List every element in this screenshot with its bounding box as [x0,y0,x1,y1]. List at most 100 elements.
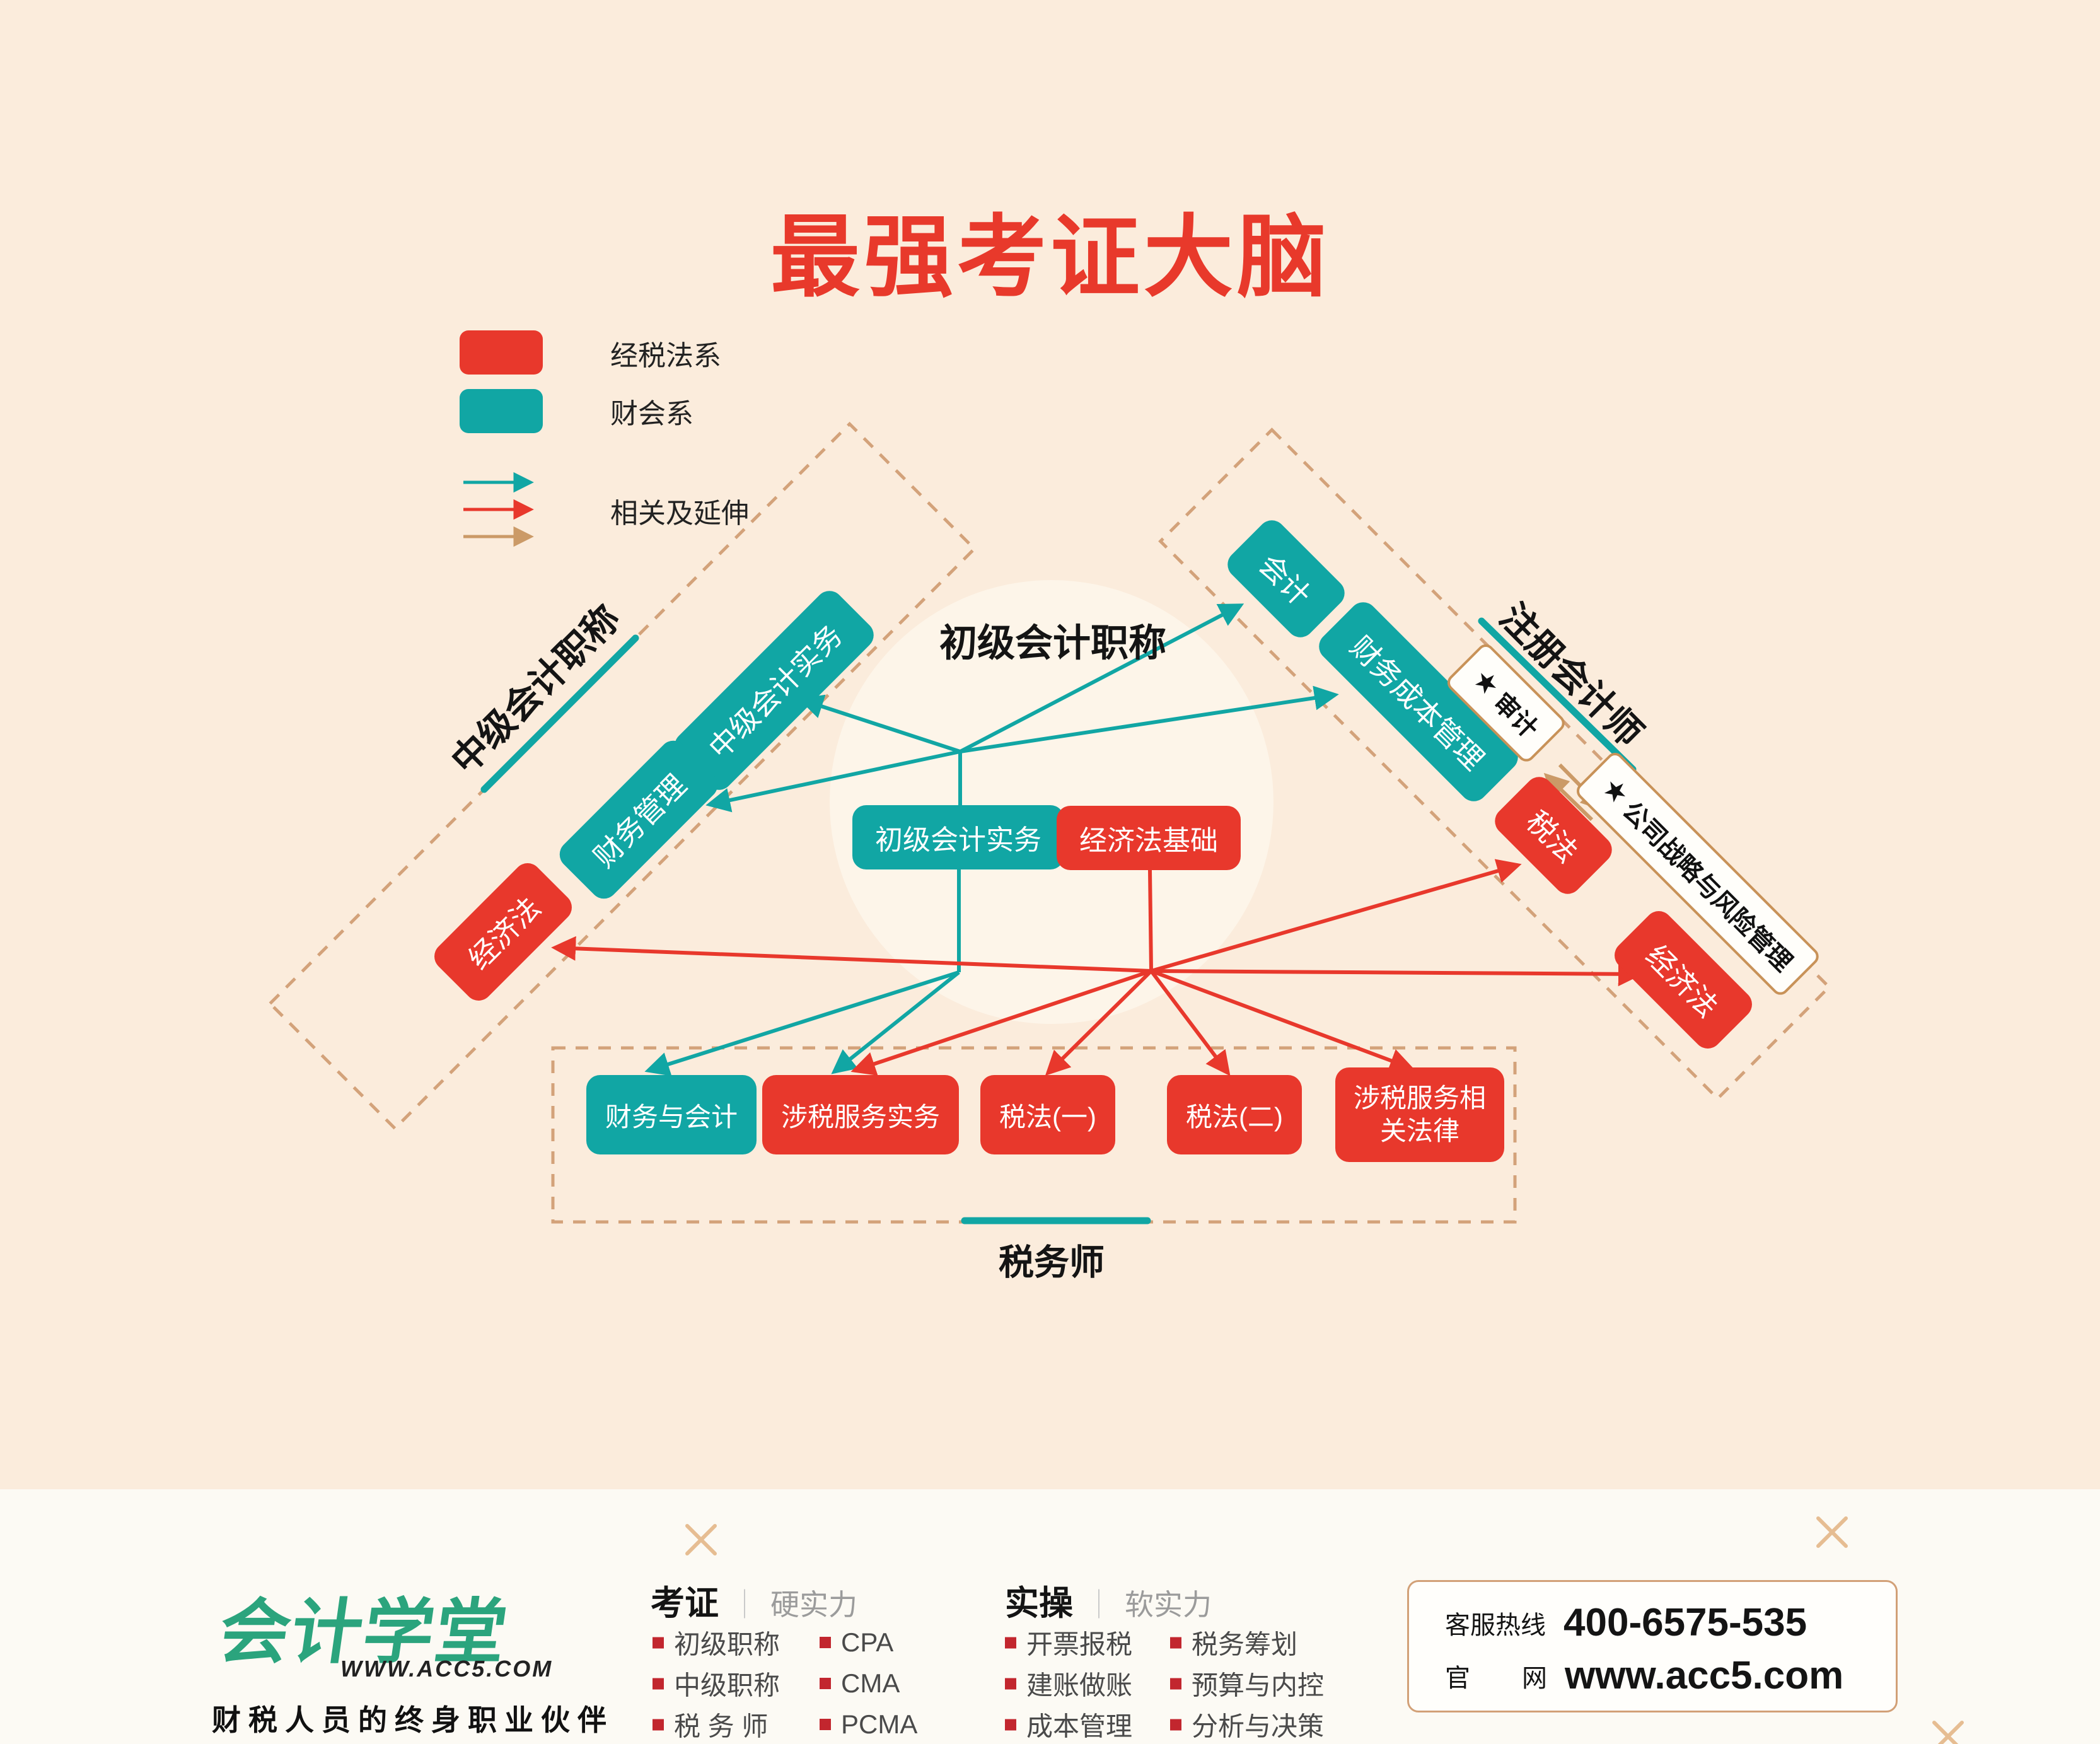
site-label-left: 官 [1445,1664,1470,1692]
link-to-tax-service-practice-red [850,969,1152,1076]
link-junior-to-financial-management [705,750,961,813]
course-box-tax-law-1: 税法(一) [980,1075,1115,1154]
link-econlaw-down [1148,869,1153,972]
exam-item-label: 税 务 师 [674,1711,769,1741]
practice-item-analysis-decision: 分析与决策 [1170,1706,1324,1744]
exam-item-label: CPA [841,1627,894,1657]
logo-site-url: WWW.ACC5.COM [340,1656,554,1682]
contact-site-row: 官 网 www.acc5.com [1445,1653,1843,1698]
link-to-tax-law-1 [1045,969,1153,1076]
link-junior-to-intermediate-practice [798,694,961,753]
course-box-label: 税法(一) [999,1102,1096,1132]
course-box-label: 初级会计实务 [875,825,1041,856]
hotline-label: 客服热线 [1445,1611,1546,1639]
course-box-label: 税法 [1519,805,1584,869]
tax-agent-group-label: 税务师 [999,1242,1105,1282]
bullet-icon [820,1678,831,1689]
practice-section-divider: ｜ [1084,1588,1113,1621]
practice-item-label: 开票报税 [1026,1629,1133,1660]
legend-label-tax-law: 经税法系 [610,340,721,371]
bullet-icon [1170,1719,1181,1730]
bullet-icon [1005,1678,1016,1689]
course-box-econlaw-basics: 经济法基础 [1057,806,1241,870]
link-junior-to-cpa-accounting [959,603,1244,753]
practice-item-label: 税务筹划 [1192,1629,1298,1660]
course-box-tax-law-2: 税法(二) [1167,1075,1302,1154]
course-box-label: 财务与会计 [605,1102,738,1132]
practice-item-label: 分析与决策 [1192,1711,1325,1741]
junior-group-label: 初级会计职称 [939,622,1166,665]
exam-item-label: 中级职称 [674,1670,780,1700]
practice-item-budget-control: 预算与内控 [1170,1665,1324,1703]
link-to-tax-law-2 [1149,970,1231,1076]
course-box-label: 税法(二) [1186,1102,1283,1132]
legend-swatch-tax-law [460,330,543,375]
background-circle [830,580,1273,1024]
practice-item-bookkeeping: 建账做账 [1005,1665,1132,1703]
exam-item-junior-title: 初级职称 [653,1624,780,1662]
cross-icon [685,1524,717,1555]
site-url: www.acc5.com [1565,1654,1844,1697]
exam-item-tax-agent: 税 务 师 [653,1706,768,1744]
link-to-intermediate-econlaw [551,936,1152,973]
exam-section-subtitle: 硬实力 [770,1588,857,1621]
course-box-finance-and-accounting: 财务与会计 [586,1075,757,1154]
exam-section-header: 考证 ｜ 硬实力 [651,1575,857,1625]
exam-item-pcma: PCMA [820,1709,917,1740]
bullet-icon [1170,1678,1181,1689]
contact-hotline-row: 客服热线 400-6575-535 [1445,1600,1807,1645]
exam-item-cma: CMA [820,1668,900,1699]
bullet-icon [1170,1637,1181,1648]
link-junior-to-cpa-cost-management [960,685,1339,753]
intermediate-label-underline [480,634,639,793]
practice-item-label: 成本管理 [1026,1711,1133,1741]
course-box-junior-accounting-practice: 初级会计实务 [852,805,1064,869]
poster-title: 最强考证大脑 [770,207,1330,308]
practice-section-subtitle: 软实力 [1125,1588,1212,1621]
contact-card [1407,1580,1898,1712]
logo-tagline: 财税人员的终身职业伙伴 [212,1703,614,1737]
bullet-icon [820,1637,831,1648]
bullet-icon [653,1637,664,1648]
course-box-label: 经济法基础 [1079,825,1218,856]
course-box-label: 涉税服务相关法律 [1353,1083,1486,1146]
link-to-tax-service-law [1150,969,1415,1073]
course-box-tax-service-law: 涉税服务相关法律 [1335,1067,1504,1162]
bullet-icon [1005,1637,1016,1648]
exam-item-cpa: CPA [820,1627,893,1658]
bullet-icon [653,1719,664,1730]
hotline-number: 400-6575-535 [1563,1601,1807,1644]
legend-swatch-finance [460,389,543,433]
course-box-tax-service-practice: 涉税服务实务 [762,1075,960,1154]
bullet-icon [653,1678,664,1689]
exam-section-title: 考证 [651,1584,719,1622]
practice-item-tax-planning: 税务筹划 [1170,1624,1297,1662]
course-box-label: 会计 [1252,548,1317,613]
exam-item-label: PCMA [841,1709,918,1739]
link-to-cpa-econlaw [1151,962,1643,987]
site-label: 官 网 [1445,1658,1547,1694]
practice-section-header: 实操 ｜ 软实力 [1005,1575,1212,1625]
exam-section-divider: ｜ [730,1588,759,1621]
exam-item-intermediate-title: 中级职称 [653,1665,780,1703]
practice-section-title: 实操 [1005,1584,1073,1622]
link-strategy-to-audit [1543,772,1594,822]
cpa-label-underline [1478,617,1637,773]
site-label-right: 网 [1522,1664,1547,1692]
link-to-cpa-tax-law [1151,859,1522,973]
cross-icon [1816,1516,1848,1548]
practice-item-cost-management: 成本管理 [1005,1706,1132,1744]
exam-item-label: CMA [841,1668,900,1698]
course-box-label: 涉税服务实务 [780,1102,941,1132]
exam-item-label: 初级职称 [674,1629,780,1660]
legend-label-finance: 财会系 [610,398,693,429]
practice-item-invoicing: 开票报税 [1005,1624,1132,1662]
practice-item-label: 建账做账 [1026,1670,1133,1700]
legend-label-related: 相关及延伸 [610,498,749,529]
link-to-finance-and-accounting [644,970,960,1076]
cross-icon [1932,1721,1964,1744]
practice-item-label: 预算与内控 [1192,1670,1325,1700]
bullet-icon [820,1719,831,1730]
